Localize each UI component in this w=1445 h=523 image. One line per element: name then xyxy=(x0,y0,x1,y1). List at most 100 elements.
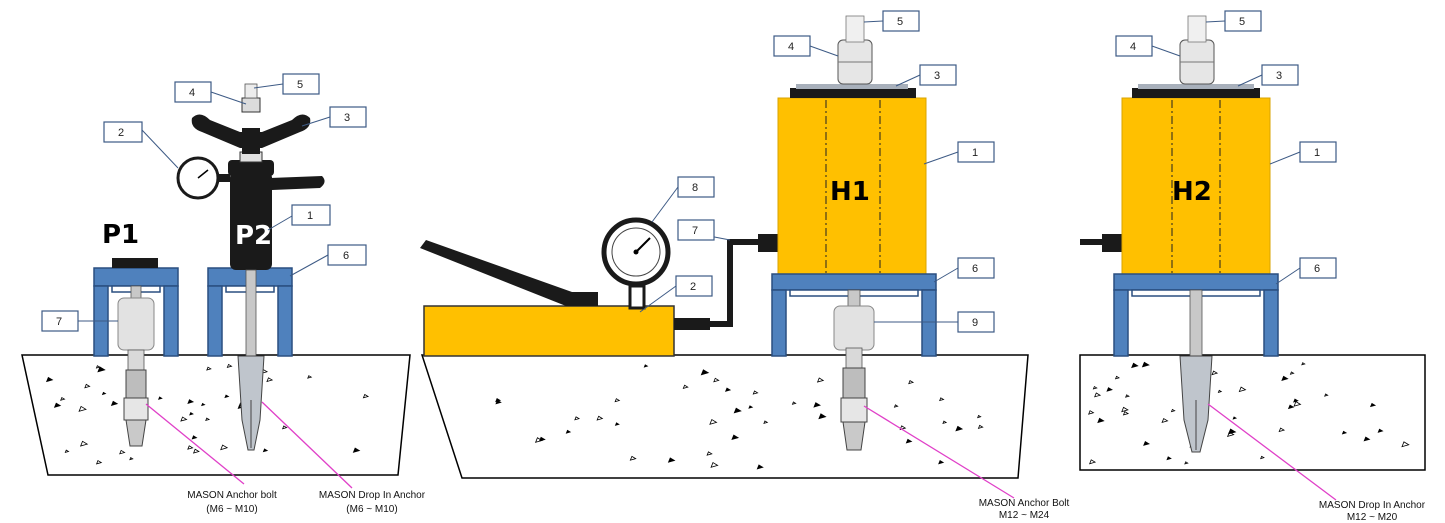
anchor-labels: MASON Anchor bolt (M6 ~ M10) MASON Drop … xyxy=(187,490,1425,523)
callout-boxes: 2 4 5 3 1 6 7 8 7 2 4 5 3 1 6 9 4 5 3 1 … xyxy=(41,10,1337,333)
label-mason-drop-in-small: MASON Drop In Anchor (M6 ~ M10) xyxy=(319,490,426,515)
svg-text:(M6 ~ M10): (M6 ~ M10) xyxy=(346,504,397,515)
aggregate-speck xyxy=(1094,392,1102,398)
aggregate-speck xyxy=(1377,428,1384,433)
aggregate-speck xyxy=(60,396,66,401)
aggregate-speck xyxy=(731,434,740,441)
aggregate-speck xyxy=(908,379,915,385)
aggregate-speck xyxy=(1278,427,1286,433)
aggregate-speck xyxy=(813,402,821,408)
aggregate-speck xyxy=(1341,430,1348,435)
aggregate-speck xyxy=(129,457,134,461)
aggregate-speck xyxy=(237,405,243,409)
svg-text:5: 5 xyxy=(897,16,903,28)
svg-text:8: 8 xyxy=(692,182,698,194)
svg-text:6: 6 xyxy=(343,250,349,262)
aggregate-speck xyxy=(281,425,288,430)
aggregate-speck xyxy=(1226,431,1235,437)
aggregate-speck xyxy=(939,397,945,402)
aggregate-speck xyxy=(158,396,163,400)
aggregate-speck xyxy=(1106,387,1113,392)
aggregate-speck xyxy=(352,447,361,453)
svg-text:3: 3 xyxy=(934,70,940,82)
aggregate-speck xyxy=(977,414,982,419)
aggregate-speck xyxy=(220,444,229,451)
aggregate-speck xyxy=(1088,459,1097,465)
aggregate-speck xyxy=(748,405,754,409)
aggregate-speck xyxy=(187,399,195,404)
label-h2: H2 xyxy=(1172,177,1212,207)
svg-text:(M6 ~ M10): (M6 ~ M10) xyxy=(206,504,257,515)
aggregate-speck xyxy=(709,418,718,425)
callout-h2-1: 1 xyxy=(1299,141,1337,163)
aggregate-speck xyxy=(1161,417,1169,423)
aggregate-speck xyxy=(614,398,621,403)
callout-h1-7: 7 xyxy=(677,219,715,241)
aggregate-speck xyxy=(495,398,502,403)
aggregate-speck xyxy=(1184,461,1189,465)
label-p1: P1 xyxy=(102,220,139,250)
aggregate-speck xyxy=(756,464,764,470)
callout-h2-6: 6 xyxy=(1299,257,1337,279)
aggregate-speck xyxy=(45,376,54,383)
pressure-gauge-h1 xyxy=(601,217,671,287)
aggregate-speck xyxy=(97,366,106,373)
aggregate-speck xyxy=(710,461,719,468)
aggregate-speck xyxy=(706,451,713,456)
aggregate-speck xyxy=(262,448,269,453)
callout-h1-5: 5 xyxy=(882,10,920,32)
aggregate-speck xyxy=(1363,436,1371,442)
label-mason-anchor-bolt-small: MASON Anchor bolt (M6 ~ M10) xyxy=(187,490,277,515)
pressure-gauge-p2 xyxy=(176,156,230,200)
aggregate-speck xyxy=(1092,385,1098,390)
anchor-bolt-small xyxy=(123,349,149,447)
aggregate-speck xyxy=(763,420,769,424)
aggregate-speck xyxy=(700,369,710,376)
aggregate-speck xyxy=(938,460,945,465)
label-h1: H1 xyxy=(830,177,870,207)
svg-text:MASON Drop In Anchor: MASON Drop In Anchor xyxy=(319,490,426,501)
aggregate-speck xyxy=(733,407,742,414)
aggregate-speck xyxy=(596,415,604,421)
aggregate-speck xyxy=(682,384,689,389)
aggregate-speck xyxy=(191,435,198,440)
aggregate-speck xyxy=(977,424,984,429)
concrete-block-middle xyxy=(420,354,1029,479)
aggregate-speck xyxy=(224,394,230,399)
aggregate-speck xyxy=(1114,375,1120,380)
aggregate-speck xyxy=(1287,404,1295,410)
aggregate-speck xyxy=(119,449,126,455)
concrete-block-right xyxy=(1079,354,1426,471)
callout-h1-2: 2 xyxy=(675,275,713,297)
svg-text:5: 5 xyxy=(1239,16,1245,28)
svg-text:1: 1 xyxy=(1314,147,1320,159)
svg-text:M12 ~ M24: M12 ~ M24 xyxy=(999,510,1050,521)
callout-p-7: 7 xyxy=(41,310,79,332)
aggregate-speck xyxy=(1122,411,1130,416)
callout-p-3: 3 xyxy=(329,106,367,128)
aggregate-speck xyxy=(201,402,206,407)
svg-text:3: 3 xyxy=(344,112,350,124)
tool-h2: H2 xyxy=(1080,15,1279,453)
svg-text:7: 7 xyxy=(56,316,62,328)
aggregate-speck xyxy=(64,449,70,453)
aggregate-speck xyxy=(95,365,101,369)
aggregate-speck xyxy=(110,400,119,407)
tool-h1: H1 xyxy=(420,15,937,451)
aggregate-speck xyxy=(1141,361,1150,368)
svg-text:MASON Drop In Anchor: MASON Drop In Anchor xyxy=(1319,500,1426,511)
aggregate-speck xyxy=(1097,417,1105,424)
callout-h2-3: 3 xyxy=(1261,64,1299,86)
tool-p2: P2 xyxy=(176,83,325,451)
aggregate-speck xyxy=(79,440,89,447)
aggregate-speck xyxy=(180,416,188,422)
aggregate-speck xyxy=(905,438,913,444)
aggregate-speck xyxy=(362,393,370,399)
label-mason-drop-in-large: MASON Drop In Anchor M12 ~ M20 xyxy=(1319,500,1426,523)
anchor-bolt-large xyxy=(840,347,868,451)
aggregate-speck xyxy=(818,413,827,420)
svg-text:5: 5 xyxy=(297,79,303,91)
aggregate-speck xyxy=(893,404,899,408)
aggregate-speck xyxy=(1088,410,1095,415)
